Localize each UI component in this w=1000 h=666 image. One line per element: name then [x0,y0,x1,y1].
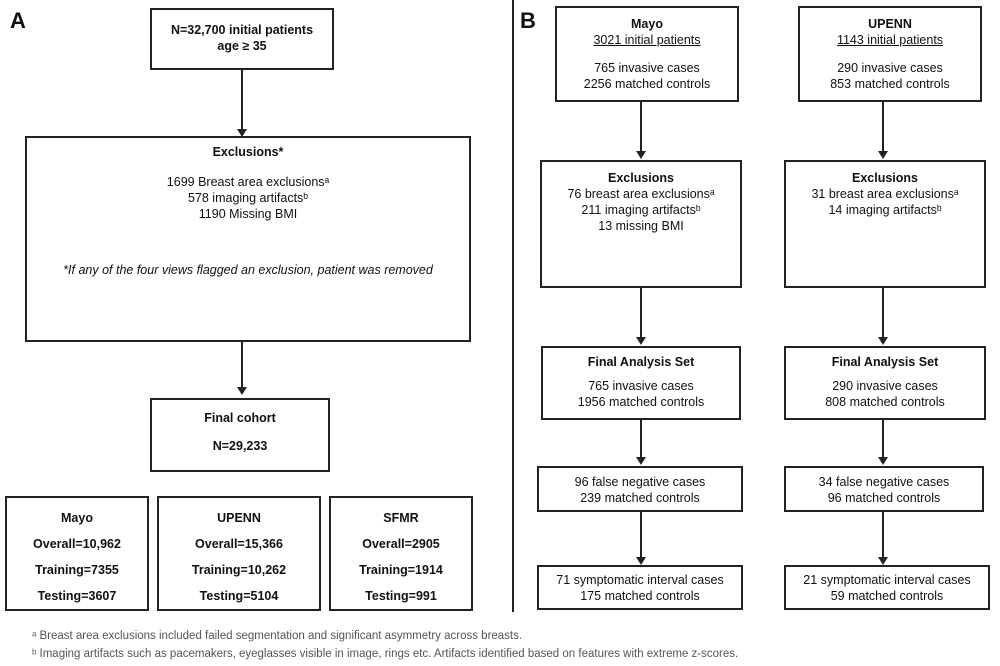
upenn-interval-controls: 59 matched controls [830,589,944,603]
arrow-a2 [237,342,247,395]
exclusions-note: *If any of the four views flagged an exc… [63,263,433,277]
site-name: SFMR [383,511,419,525]
upenn-final-box: Final Analysis Set 290 invasive cases 80… [784,346,986,420]
upenn-exclusion-item: 31 breast area exclusionsᵃ [811,187,959,201]
mayo-matched-controls: 2256 matched controls [583,77,711,91]
site-box-upenn: UPENN Overall=15,366 Training=10,262 Tes… [157,496,321,611]
arrow-a1 [237,70,247,137]
mayo-interval-cases: 71 symptomatic interval cases [556,573,724,587]
footnote-imaging-artifacts: ᵇ Imaging artifacts such as pacemakers, … [32,648,739,660]
site-training: Training=7355 [35,563,119,577]
mayo-initial-patients: 3021 initial patients [593,33,701,47]
mayo-final-title: Final Analysis Set [587,355,695,369]
upenn-false-negative-box: 34 false negative cases 96 matched contr… [784,466,984,512]
mayo-final-box: Final Analysis Set 765 invasive cases 19… [541,346,741,420]
upenn-exclusion-item: 14 imaging artifactsᵇ [828,203,942,217]
upenn-invasive-cases: 290 invasive cases [837,61,943,75]
initial-patients-count: N=32,700 initial patients [170,23,314,37]
initial-patients-age: age ≥ 35 [217,39,267,53]
panel-a-label: A [10,8,26,33]
exclusions-box-a: Exclusions* 1699 Breast area exclusionsᵃ… [25,136,471,342]
site-testing: Testing=991 [365,589,437,603]
mayo-invasive-cases: 765 invasive cases [594,61,700,75]
upenn-exclusions-title: Exclusions [852,171,918,185]
final-cohort-title: Final cohort [204,411,276,425]
mayo-exclusion-item: 13 missing BMI [598,219,684,233]
site-overall: Overall=2905 [362,537,440,551]
site-training: Training=10,262 [191,563,287,577]
mayo-initial-box: Mayo 3021 initial patients 765 invasive … [555,6,739,102]
exclusion-item: 1699 Breast area exclusionsᵃ [166,175,330,189]
exclusions-title-a: Exclusions* [212,145,284,159]
mayo-fn-controls: 239 matched controls [580,491,700,505]
upenn-fn-controls: 96 matched controls [827,491,941,505]
final-cohort-box: Final cohort N=29,233 [150,398,330,472]
mayo-false-negative-box: 96 false negative cases 239 matched cont… [537,466,743,512]
mayo-site-name: Mayo [631,17,663,31]
arrow-upenn-4 [878,512,888,565]
upenn-final-cases: 290 invasive cases [832,379,938,393]
exclusion-item: 1190 Missing BMI [198,207,298,221]
site-testing: Testing=5104 [199,589,279,603]
mayo-final-controls: 1956 matched controls [577,395,705,409]
site-testing: Testing=3607 [37,589,117,603]
footnote-breast-area: ᵃ Breast area exclusions included failed… [32,630,523,642]
mayo-final-cases: 765 invasive cases [588,379,694,393]
arrow-upenn-3 [878,420,888,465]
arrow-mayo-2 [636,288,646,345]
arrow-mayo-3 [636,420,646,465]
upenn-interval-cases: 21 symptomatic interval cases [803,573,971,587]
mayo-exclusions-title: Exclusions [608,171,674,185]
final-cohort-n: N=29,233 [212,439,268,453]
mayo-exclusion-item: 211 imaging artifactsᵇ [581,203,701,217]
upenn-matched-controls: 853 matched controls [830,77,950,91]
upenn-initial-patients: 1143 initial patients [836,33,944,47]
arrow-upenn-1 [878,102,888,159]
site-training: Training=1914 [359,563,443,577]
site-box-sfmr: SFMR Overall=2905 Training=1914 Testing=… [329,496,473,611]
arrow-mayo-4 [636,512,646,565]
mayo-exclusions-box: Exclusions 76 breast area exclusionsᵃ 21… [540,160,742,288]
upenn-interval-box: 21 symptomatic interval cases 59 matched… [784,565,990,610]
upenn-exclusions-box: Exclusions 31 breast area exclusionsᵃ 14… [784,160,986,288]
arrow-mayo-1 [636,102,646,159]
mayo-exclusion-item: 76 breast area exclusionsᵃ [567,187,715,201]
upenn-fn-cases: 34 false negative cases [818,475,950,489]
upenn-final-controls: 808 matched controls [825,395,945,409]
panel-b-label: B [520,8,536,33]
upenn-initial-box: UPENN 1143 initial patients 290 invasive… [798,6,982,102]
site-name: UPENN [217,511,261,525]
site-overall: Overall=10,962 [33,537,121,551]
mayo-interval-box: 71 symptomatic interval cases 175 matche… [537,565,743,610]
mayo-fn-cases: 96 false negative cases [574,475,706,489]
site-name: Mayo [61,511,93,525]
upenn-site-name: UPENN [868,17,912,31]
upenn-final-title: Final Analysis Set [831,355,939,369]
arrow-upenn-2 [878,288,888,345]
site-box-mayo: Mayo Overall=10,962 Training=7355 Testin… [5,496,149,611]
site-overall: Overall=15,366 [195,537,283,551]
initial-patients-box: N=32,700 initial patients age ≥ 35 [150,8,334,70]
panel-divider [512,0,514,612]
mayo-interval-controls: 175 matched controls [580,589,700,603]
exclusion-item: 578 imaging artifactsᵇ [187,191,309,205]
